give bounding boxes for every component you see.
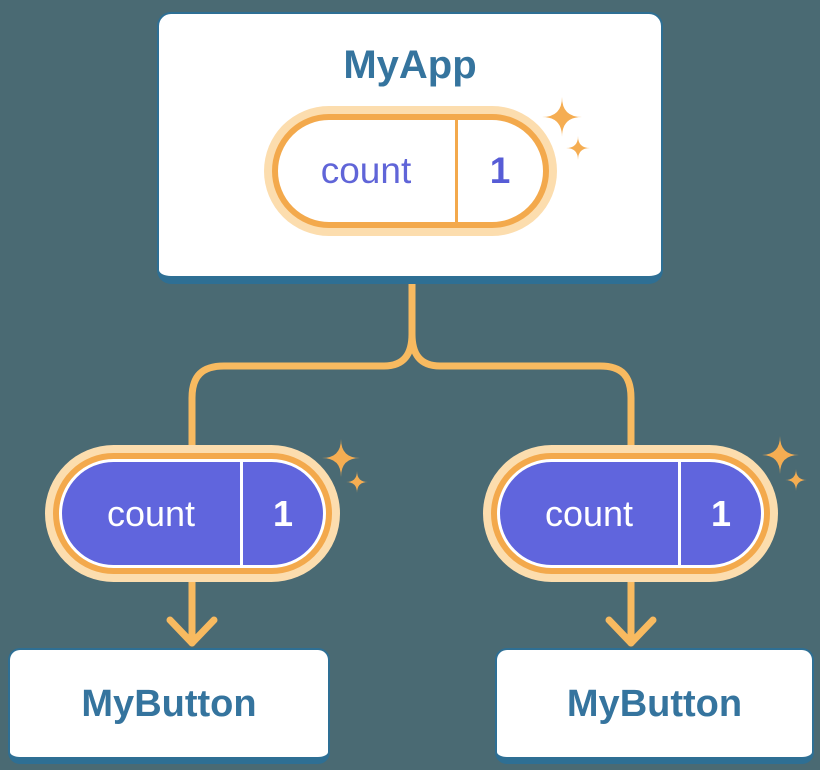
- arrowhead-left-icon: [166, 616, 218, 647]
- state-value: 1: [489, 150, 511, 191]
- component-title-mybutton-left: MyButton: [81, 682, 257, 725]
- sparkle-icon: [346, 471, 368, 493]
- pill-divider: [678, 462, 681, 565]
- state-pill-right: count 1: [483, 445, 778, 582]
- component-title-myapp: MyApp: [343, 43, 477, 87]
- component-card-mybutton-left: MyButton: [8, 648, 330, 764]
- arrowhead-right-icon: [605, 616, 657, 647]
- component-title-mybutton-right: MyButton: [566, 682, 743, 725]
- pill-divider: [454, 120, 458, 222]
- component-card-myapp: MyApp count 1: [157, 12, 663, 284]
- sparkle-icon: [322, 439, 360, 477]
- sparkle-icon: [761, 436, 799, 474]
- state-pill-right-core: count 1: [500, 462, 761, 565]
- state-pill-left-body: count 1: [53, 453, 332, 574]
- state-name-label: count: [544, 492, 634, 534]
- component-card-mybutton-right: MyButton: [495, 648, 814, 764]
- state-name-label: count: [320, 150, 412, 191]
- sparkle-icon: [785, 469, 807, 491]
- state-value: 1: [272, 492, 294, 534]
- state-pill-right-body: count 1: [491, 453, 770, 574]
- state-pill-left-core: count 1: [62, 462, 323, 565]
- state-pill-root: count 1: [263, 106, 557, 236]
- state-pill-left: count 1: [45, 445, 340, 582]
- state-pill-root-body: count 1: [271, 114, 549, 228]
- state-value: 1: [710, 492, 732, 534]
- state-name-label: count: [106, 492, 196, 534]
